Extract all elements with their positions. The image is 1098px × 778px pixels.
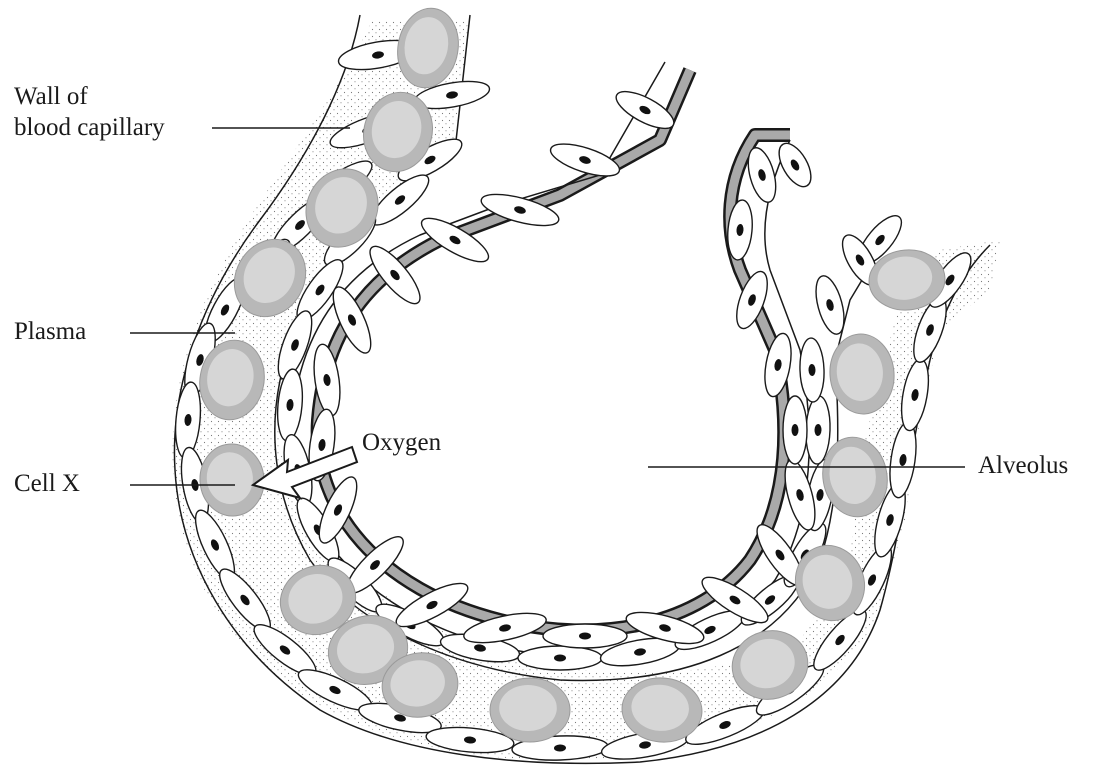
label-oxygen: Oxygen — [362, 428, 441, 458]
endothelial-cell — [799, 338, 825, 403]
label-alveolus: Alveolus — [978, 451, 1068, 481]
endothelial-cell — [783, 396, 807, 464]
red-blood-cell — [490, 678, 570, 742]
label-cell-x: Cell X — [14, 469, 80, 499]
endothelial-cell — [811, 273, 850, 337]
endothelial-cell — [518, 646, 602, 670]
cell-nucleus — [792, 424, 799, 436]
endothelial-cell — [543, 624, 627, 648]
label-wall-line2: blood capillary — [14, 113, 165, 143]
label-wall-line1: Wall of — [14, 82, 88, 112]
cell-nucleus — [554, 655, 566, 662]
label-plasma: Plasma — [14, 317, 86, 347]
cell-nucleus — [579, 633, 591, 640]
